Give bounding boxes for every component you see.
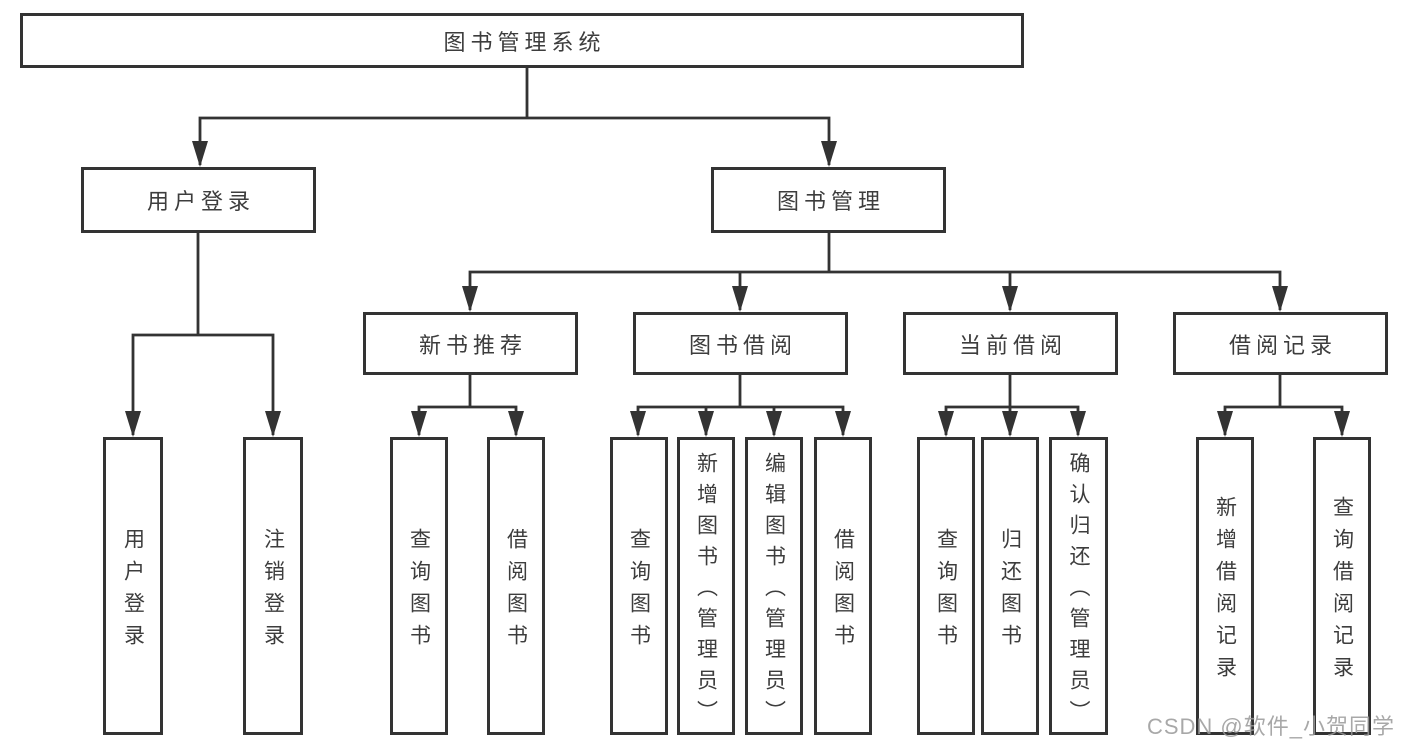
node-logout-label: 注销登录 xyxy=(261,527,285,656)
watermark: CSDN @软件_小贺同学 xyxy=(1146,714,1395,739)
node-add-borrow-record-label: 新增借阅记录 xyxy=(1213,495,1237,688)
node-add-borrow-record: 新增借阅记录 xyxy=(1196,437,1254,735)
node-borrowing-borrow-books: 借阅图书 xyxy=(814,437,872,735)
node-return-books-label: 归还图书 xyxy=(998,527,1022,656)
node-root-label: 图书管理系统 xyxy=(443,29,606,55)
node-root: 图书管理系统 xyxy=(20,13,1024,68)
node-current-borrowing: 当前借阅 xyxy=(903,312,1118,375)
node-edit-books-admin: 编辑图书（管理员） xyxy=(745,437,803,735)
node-add-books-admin: 新增图书（管理员） xyxy=(677,437,735,735)
node-confirm-return-admin-label: 确认归还（管理员） xyxy=(1067,451,1090,731)
node-user-login-leaf-label: 用户登录 xyxy=(121,527,145,656)
node-edit-books-admin-label: 编辑图书（管理员） xyxy=(762,451,786,731)
node-book-management: 图书管理 xyxy=(711,167,946,233)
node-query-borrow-record-label: 查询借阅记录 xyxy=(1330,495,1354,688)
node-recommend-borrow-books-label: 借阅图书 xyxy=(504,527,528,656)
node-user-login-leaf: 用户登录 xyxy=(103,437,163,735)
node-user-login-label: 用户登录 xyxy=(146,189,255,214)
node-logout: 注销登录 xyxy=(243,437,303,735)
node-book-management-label: 图书管理 xyxy=(776,189,885,214)
node-current-borrowing-label: 当前借阅 xyxy=(958,332,1067,358)
node-return-books: 归还图书 xyxy=(981,437,1039,735)
node-borrowing-query-books: 查询图书 xyxy=(610,437,668,735)
node-query-borrow-record: 查询借阅记录 xyxy=(1313,437,1371,735)
node-recommend-query-books: 查询图书 xyxy=(390,437,448,735)
node-borrowing-records: 借阅记录 xyxy=(1173,312,1388,375)
node-add-books-admin-label: 新增图书（管理员） xyxy=(694,451,718,731)
node-user-login: 用户登录 xyxy=(81,167,316,233)
node-current-query-books-label: 查询图书 xyxy=(934,527,958,656)
node-confirm-return-admin: 确认归还（管理员） xyxy=(1049,437,1108,735)
node-new-book-recommend-label: 新书推荐 xyxy=(418,332,527,358)
node-borrowing-borrow-books-label: 借阅图书 xyxy=(831,527,855,656)
node-borrowing-records-label: 借阅记录 xyxy=(1228,332,1337,358)
node-book-borrowing-label: 图书借阅 xyxy=(688,332,797,358)
node-current-query-books: 查询图书 xyxy=(917,437,975,735)
node-book-borrowing: 图书借阅 xyxy=(633,312,848,375)
node-new-book-recommend: 新书推荐 xyxy=(363,312,578,375)
node-borrowing-query-books-label: 查询图书 xyxy=(627,527,651,656)
node-recommend-query-books-label: 查询图书 xyxy=(407,527,431,656)
node-recommend-borrow-books: 借阅图书 xyxy=(487,437,545,735)
